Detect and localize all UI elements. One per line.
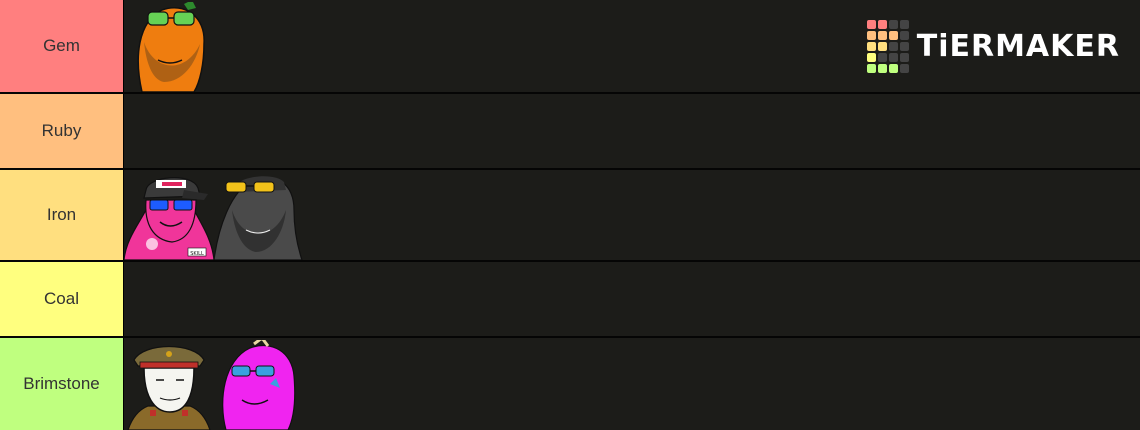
tier-label-text: Ruby (41, 121, 82, 140)
pink-wojak-with-cap-image[interactable]: SKILL (124, 170, 214, 260)
tiermaker-logo: TiERMAKER (866, 20, 1120, 73)
orange-wojak-image[interactable] (124, 2, 214, 92)
gray-wojak-image[interactable] (214, 170, 304, 260)
tier-row-ruby: Ruby (0, 94, 1140, 168)
soldier-wojak-image[interactable] (124, 340, 214, 430)
logo-text: TiERMAKER (916, 29, 1120, 64)
tier-items-ruby[interactable] (124, 94, 1140, 168)
tier-row-iron: Iron SKILL (0, 170, 1140, 260)
tier-items-iron[interactable]: SKILL (124, 170, 1140, 260)
row-divider (0, 168, 1140, 170)
tier-items-coal[interactable] (124, 262, 1140, 336)
tier-row-coal: Coal (0, 262, 1140, 336)
tier-label-ruby[interactable]: Ruby (0, 94, 124, 168)
row-divider (0, 260, 1140, 262)
row-divider (0, 92, 1140, 94)
tier-row-gem: Gem (0, 0, 1140, 92)
tier-items-brimstone[interactable] (124, 338, 1140, 430)
row-divider (0, 336, 1140, 338)
tier-row-brimstone: Brimstone (0, 338, 1140, 430)
logo-grid-icon (866, 20, 909, 73)
badge-label: SKILL (190, 251, 204, 257)
tier-label-gem[interactable]: Gem (0, 0, 124, 92)
tier-items-gem[interactable] (124, 0, 1140, 92)
tier-label-text: Coal (44, 289, 79, 308)
tier-label-text: Gem (43, 36, 80, 55)
tier-label-text: Iron (46, 205, 77, 224)
tier-label-coal[interactable]: Coal (0, 262, 124, 336)
tier-label-brimstone[interactable]: Brimstone (0, 338, 124, 430)
tier-label-iron[interactable]: Iron (0, 170, 124, 260)
magenta-wojak-image[interactable] (214, 340, 304, 430)
tier-label-text: Brimstone (23, 374, 100, 393)
